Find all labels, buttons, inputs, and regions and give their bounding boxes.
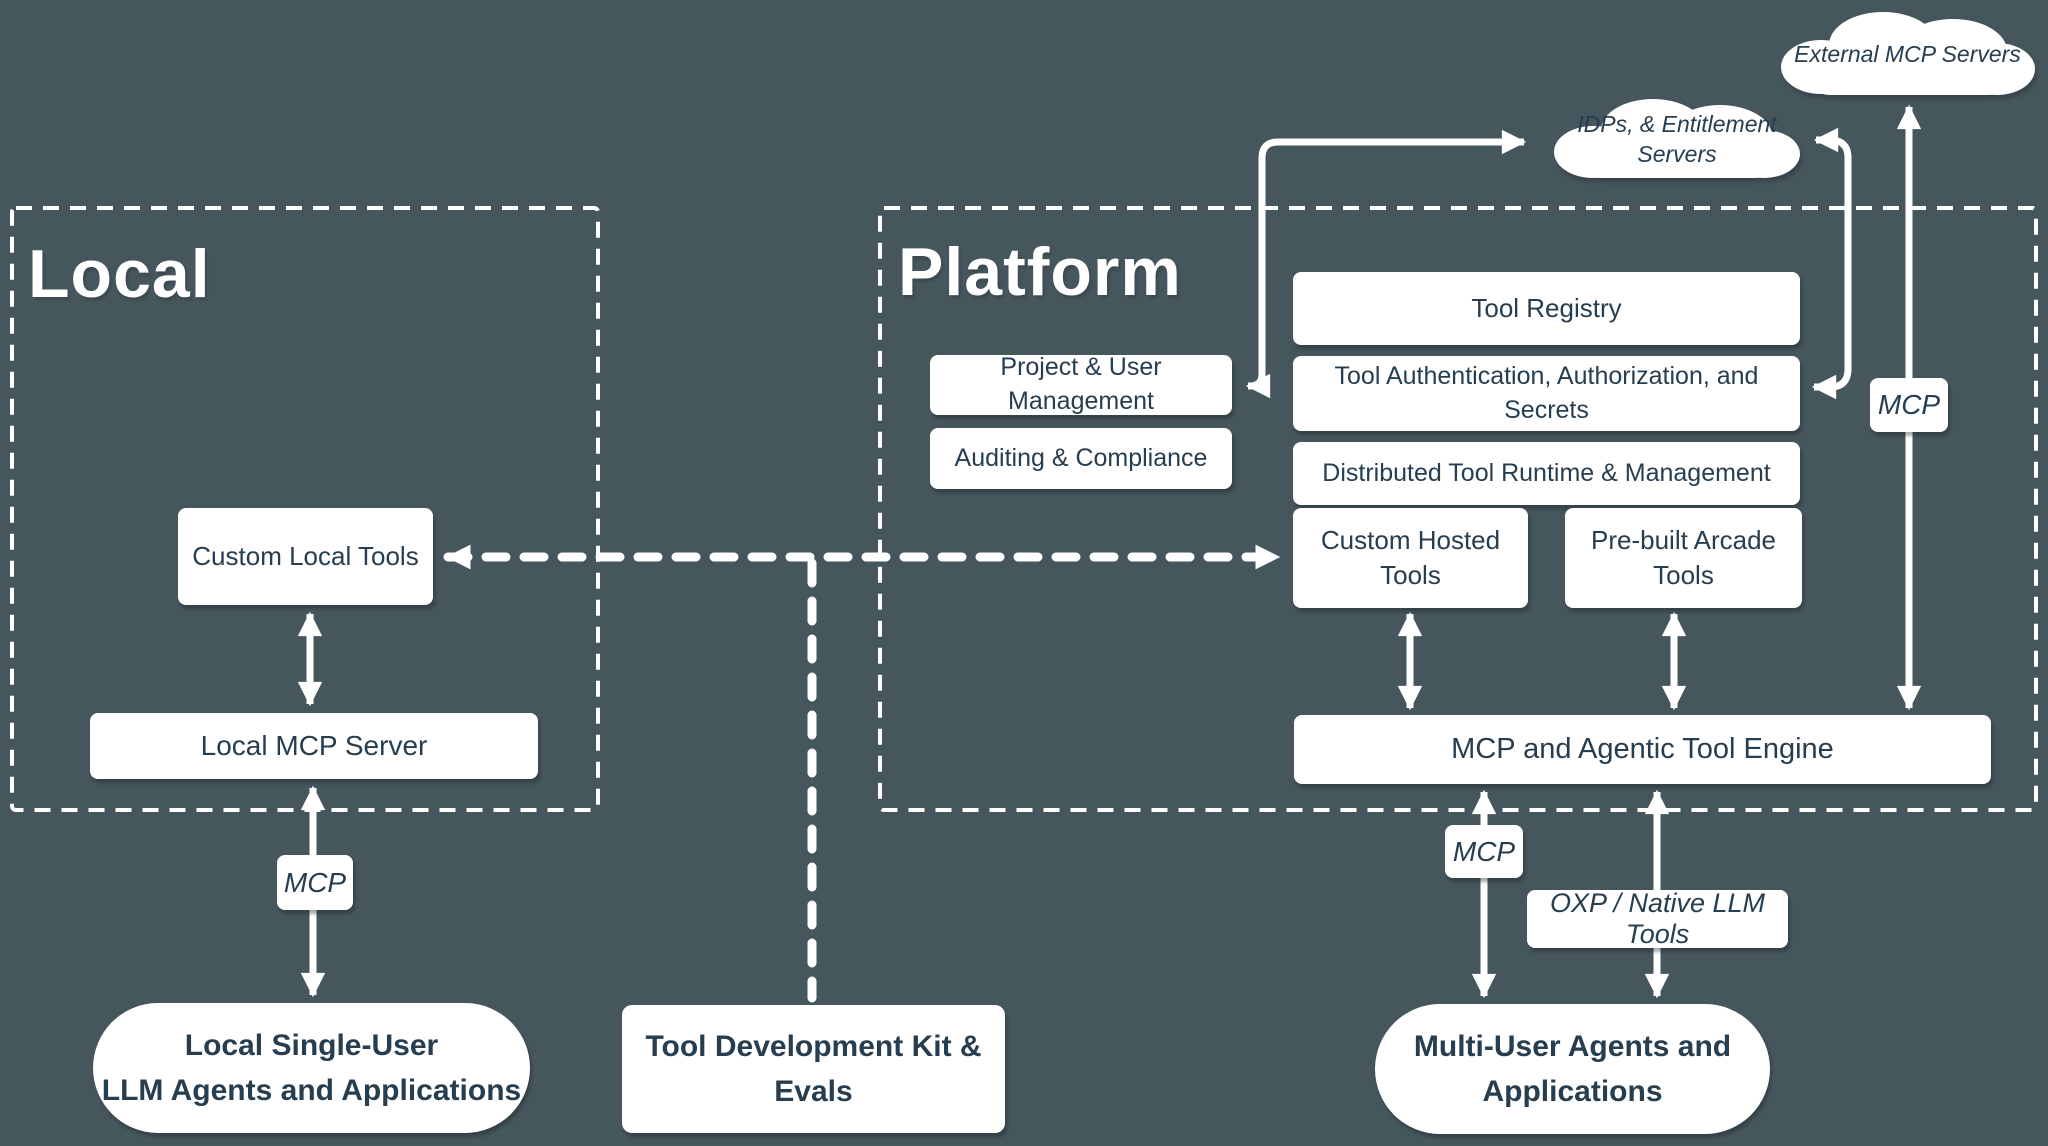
mcp-edge-label-multi-user: MCP	[1445, 825, 1523, 878]
multi-user-agents-node: Multi-User Agents and Applications	[1375, 1004, 1770, 1134]
mcp-edge-label-external: MCP	[1870, 378, 1948, 432]
mcp-agentic-tool-engine-node: MCP and Agentic Tool Engine	[1294, 715, 1991, 784]
custom-hosted-tools-node: Custom Hosted Tools	[1293, 508, 1528, 608]
arrow-project-mgmt-idps-cloud	[1245, 129, 1527, 399]
platform-group-title: Platform	[898, 234, 1182, 310]
external-mcp-servers-cloud: External MCP Servers	[1775, 5, 2040, 105]
cloud-shape	[1554, 99, 1800, 178]
distributed-runtime-node: Distributed Tool Runtime & Management	[1293, 442, 1800, 505]
tool-dev-kit-node: Tool Development Kit & Evals	[622, 1005, 1005, 1133]
multi-user-agents-line2: Applications	[1482, 1075, 1663, 1108]
tool-registry-node: Tool Registry	[1293, 272, 1800, 345]
project-user-management-node: Project & User Management	[930, 353, 1232, 415]
arrow-idps-cloud-tool-auth	[1811, 127, 1852, 400]
local-agents-line1: Local Single-User	[184, 1029, 439, 1062]
oxp-edge-label: OXP / Native LLM Tools	[1527, 888, 1788, 949]
local-mcp-server-node: Local MCP Server	[90, 713, 538, 779]
tool-auth-node: Tool Authentication, Authorization, and …	[1293, 356, 1800, 431]
cloud-shape	[1781, 12, 2035, 95]
local-agents-line2: LLM Agents and Applications	[101, 1074, 522, 1107]
external-mcp-servers-label: External MCP Servers	[1794, 41, 2021, 68]
custom-local-tools-node: Custom Local Tools	[178, 508, 433, 605]
auditing-compliance-node: Auditing & Compliance	[930, 428, 1232, 489]
mcp-edge-label-local: MCP	[277, 855, 353, 910]
local-group-title: Local	[28, 236, 211, 312]
idps-label-line1: IDPs, & Entitlement	[1577, 111, 1777, 138]
local-agents-node: Local Single-User LLM Agents and Applica…	[93, 1003, 530, 1133]
multi-user-agents-line1: Multi-User Agents and	[1413, 1030, 1732, 1063]
idps-label-line2: Servers	[1637, 141, 1717, 167]
prebuilt-arcade-tools-node: Pre-built Arcade Tools	[1565, 508, 1802, 608]
idps-entitlement-cloud: IDPs, & Entitlement Servers	[1548, 92, 1806, 188]
